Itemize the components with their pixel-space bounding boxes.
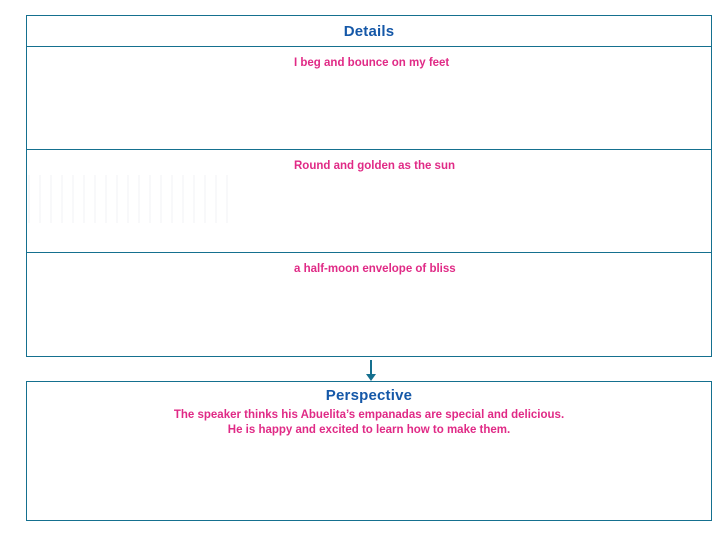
detail-row[interactable]: Round and golden as the sun [27, 150, 711, 253]
details-title: Details [343, 22, 395, 40]
details-section: Details I beg and bounce on my feet Roun… [26, 15, 712, 357]
perspective-section[interactable]: Perspective The speaker thinks his Abuel… [26, 381, 712, 521]
detail-row[interactable]: I beg and bounce on my feet [27, 47, 711, 150]
perspective-title: Perspective [325, 387, 413, 404]
detail-row-text: I beg and bounce on my feet [294, 57, 450, 69]
arrow-down-icon [361, 360, 381, 382]
perspective-body: The speaker thinks his Abuelita’s empana… [27, 408, 711, 438]
perspective-line: The speaker thinks his Abuelita’s empana… [173, 409, 565, 421]
arrow-shaft [370, 360, 372, 376]
detail-row-text: Round and golden as the sun [294, 160, 455, 172]
perspective-line: He is happy and excited to learn how to … [227, 424, 511, 436]
arrow-head [366, 374, 376, 381]
detail-row-text: a half-moon envelope of bliss [294, 263, 456, 275]
details-header: Details [27, 16, 711, 47]
detail-row[interactable]: a half-moon envelope of bliss [27, 253, 711, 356]
